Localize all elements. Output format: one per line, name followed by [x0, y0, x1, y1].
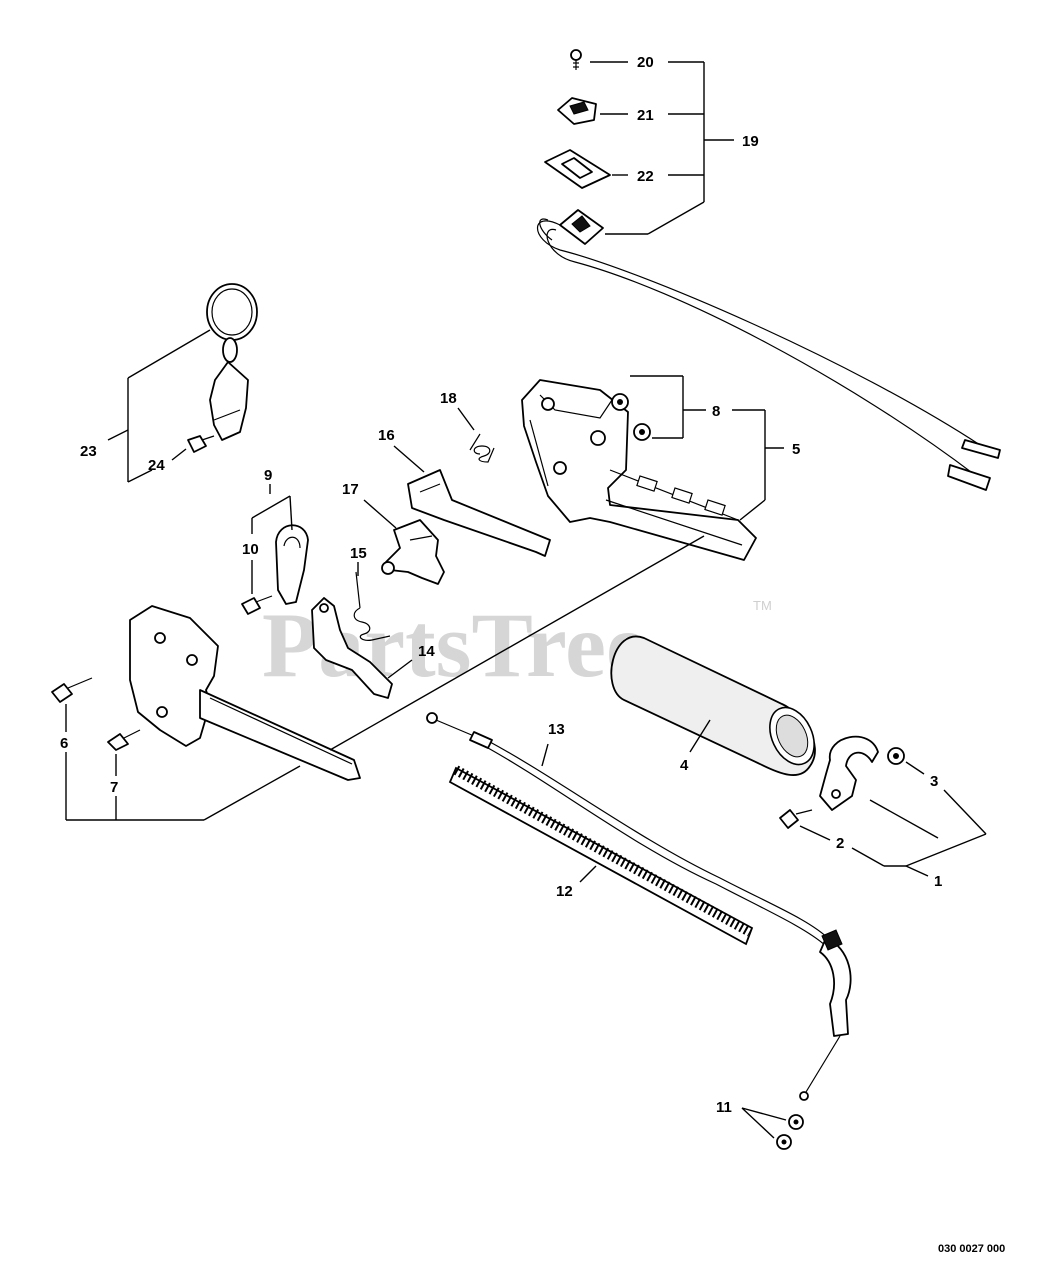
part-cable-nut-lower[interactable] — [776, 1134, 792, 1150]
callout-19[interactable]: 19 — [742, 133, 759, 150]
leader-line-12 — [579, 865, 597, 883]
leader-lines-11 — [741, 1107, 787, 1139]
part-cable-nut-upper[interactable] — [788, 1114, 804, 1130]
part-clamp-bolt-10[interactable] — [241, 595, 273, 615]
part-torsion-spring-18[interactable] — [469, 433, 495, 463]
callout-17[interactable]: 17 — [342, 481, 359, 498]
part-switch-plate[interactable] — [544, 149, 611, 189]
part-handle-housing[interactable] — [521, 379, 757, 561]
part-handle-grip[interactable] — [610, 635, 822, 776]
watermark-trademark: TM — [753, 598, 772, 613]
part-throttle-lever-17[interactable] — [381, 519, 445, 585]
callout-20[interactable]: 20 — [637, 54, 654, 71]
part-spring-15[interactable] — [353, 571, 391, 641]
part-stop-switch-assembly[interactable] — [536, 209, 1001, 491]
leader-lines-5-8 — [630, 375, 784, 521]
part-throttle-cable[interactable] — [426, 712, 852, 1101]
callout-23[interactable]: 23 — [80, 443, 97, 460]
leader-line-4 — [689, 719, 711, 753]
callout-3[interactable]: 3 — [930, 773, 938, 790]
part-throttle-trigger-lockout[interactable] — [407, 469, 551, 557]
part-hanger-bolt[interactable] — [187, 435, 215, 453]
callout-11[interactable]: 11 — [716, 1099, 732, 1116]
callout-4[interactable]: 4 — [680, 757, 689, 774]
part-case-screw-7[interactable] — [107, 729, 141, 751]
part-lower-handle-case[interactable] — [129, 605, 361, 781]
diagram-code: 030 0027 000 — [938, 1243, 1005, 1255]
part-stop-switch-screw[interactable] — [570, 49, 582, 70]
callout-6[interactable]: 6 — [60, 735, 68, 752]
callout-18[interactable]: 18 — [440, 390, 457, 407]
callout-7[interactable]: 7 — [110, 779, 118, 796]
part-handle-nut-lower[interactable] — [633, 423, 651, 441]
callout-13[interactable]: 13 — [548, 721, 565, 738]
callout-14[interactable]: 14 — [418, 643, 435, 660]
part-handle-nut-upper[interactable] — [611, 393, 629, 411]
part-clamp-bolt-2[interactable] — [779, 809, 813, 829]
part-protector-tube[interactable] — [448, 765, 754, 946]
part-hanger-ring[interactable] — [206, 283, 258, 441]
leader-lines-14-18 — [357, 407, 475, 679]
leader-lines-19-22 — [590, 61, 734, 235]
callout-8[interactable]: 8 — [712, 403, 720, 420]
part-grip-clamp[interactable] — [819, 735, 879, 811]
part-clamp-9[interactable] — [275, 524, 309, 605]
leader-lines-6-7 — [65, 535, 705, 821]
callout-5[interactable]: 5 — [792, 441, 800, 458]
part-clamp-nut-3[interactable] — [887, 747, 905, 765]
part-throttle-trigger-14[interactable] — [311, 597, 393, 699]
callout-16[interactable]: 16 — [378, 427, 395, 444]
part-case-screw-6[interactable] — [51, 677, 93, 703]
leader-lines-1-3 — [799, 761, 987, 877]
callout-2[interactable]: 2 — [836, 835, 844, 852]
leader-line-13 — [541, 743, 549, 767]
callout-9[interactable]: 9 — [264, 467, 272, 484]
callout-22[interactable]: 22 — [637, 168, 654, 185]
callout-21[interactable]: 21 — [637, 107, 654, 124]
leader-lines-23-24 — [107, 329, 211, 483]
callout-10[interactable]: 10 — [242, 541, 259, 558]
leader-lines-9-10 — [251, 484, 293, 594]
callout-15[interactable]: 15 — [350, 545, 367, 562]
callout-1[interactable]: 1 — [934, 873, 942, 890]
callout-24[interactable]: 24 — [148, 457, 165, 474]
callout-12[interactable]: 12 — [556, 883, 573, 900]
part-switch-knob[interactable] — [557, 97, 597, 125]
